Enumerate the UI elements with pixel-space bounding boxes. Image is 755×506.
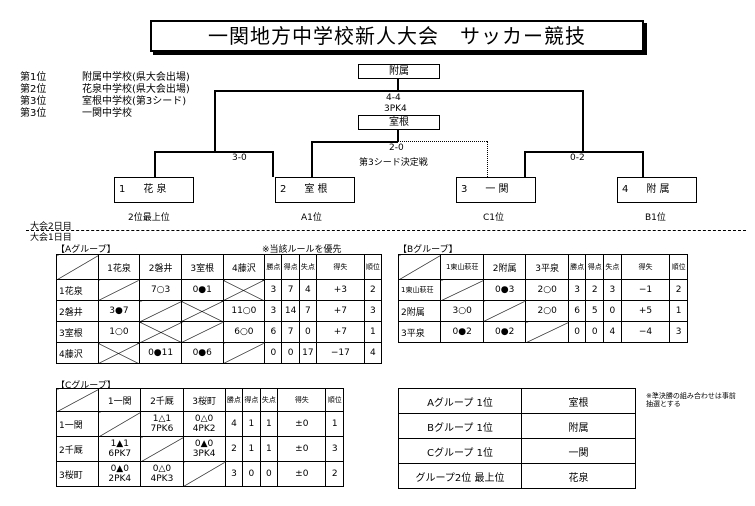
day-divider: [26, 230, 746, 231]
seed-label-1: 2位最上位: [128, 213, 170, 223]
rank-list: 第1位附属中学校(県大会出場) 第2位花泉中学校(県大会出場) 第3位室根中学校…: [20, 72, 190, 120]
group-a-note: ※当該ルールを優先: [262, 245, 342, 255]
seed-label-2: A1位: [301, 213, 322, 223]
champion-box: 附属: [358, 64, 440, 79]
final-score: 4-4: [386, 93, 401, 103]
group-c-table: 1一関 2千厩 3桜町 勝点 得点 失点 得失 順位 1一関 1△1 7PK6 …: [55, 388, 344, 487]
seed-label-4: B1位: [645, 213, 666, 223]
seed-label-3: C1位: [483, 213, 505, 223]
third-score: 2-0: [389, 143, 404, 153]
rank-row: 第3位室根中学校(第3シード): [20, 96, 187, 107]
rank-row: 第1位附属中学校(県大会出場): [20, 72, 190, 83]
selection-note: ※準決勝の組み合わせは事前抽選とする: [646, 392, 736, 408]
table-row: Aグループ 1位室根: [398, 388, 636, 414]
third-label: 第3シード決定戦: [359, 158, 428, 168]
day1-label: 大会1日目: [30, 233, 72, 243]
table-row: Cグループ 1位一関: [398, 438, 636, 464]
table-row: グループ2位 最上位花泉: [398, 463, 636, 489]
left-semi-score: 3-0: [232, 153, 247, 163]
group-b-table: 1東山萩荘 2附属 3平泉 勝点 得点 失点 得失 順位 1東山萩荘 0●3 2…: [397, 254, 688, 343]
day2-label: 大会2日目: [30, 222, 72, 232]
third-seed-box: 室根: [358, 115, 440, 130]
group-a-title: 【Aグループ】: [56, 245, 116, 255]
rank-row: 第3位一関中学校: [20, 108, 132, 119]
table-row: Bグループ 1位附属: [398, 413, 636, 439]
rank-row: 第2位花泉中学校(県大会出場): [20, 84, 190, 95]
right-semi-score: 0-2: [570, 153, 585, 163]
group-b-title: 【Bグループ】: [398, 245, 458, 255]
group-c-title: 【Cグループ】: [56, 381, 116, 391]
semifinal-seed-table: Aグループ 1位室根 Bグループ 1位附属 Cグループ 1位一関 グループ2位 …: [398, 388, 636, 489]
group-a-table: 1花泉 2磐井 3室根 4藤沢 勝点 得点 失点 得失 順位 1花泉 7○3 0…: [56, 254, 383, 364]
final-pk: 3PK4: [384, 104, 407, 114]
page-title: 一関地方中学校新人大会 サッカー競技: [150, 20, 644, 52]
